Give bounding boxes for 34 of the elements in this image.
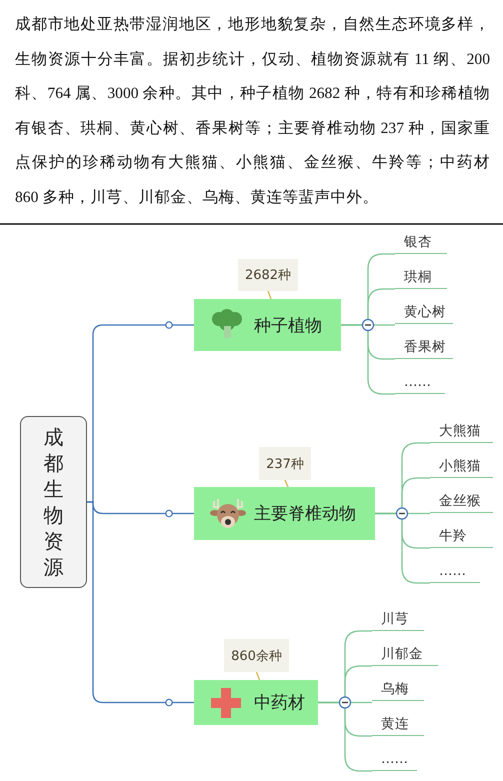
leaf-topic: …… <box>372 749 417 771</box>
branch-topic-box <box>194 680 318 725</box>
leaf-topic: …… <box>430 561 480 583</box>
leaf-topic: 大熊猫 <box>430 421 493 443</box>
leaf-topic: 黄连 <box>372 714 424 736</box>
topic-title: 中药材 <box>254 692 305 714</box>
leaf-topic: 珙桐 <box>395 267 447 289</box>
topic-title: 主要脊椎动物 <box>254 503 356 525</box>
connector-line <box>256 672 260 680</box>
leaf-topic: 黄心树 <box>395 302 453 324</box>
callout-box: 237种 <box>259 447 311 480</box>
leaf-topic: 金丝猴 <box>430 491 493 513</box>
connector-line <box>87 501 194 704</box>
leaf-topic: 香果树 <box>395 337 453 359</box>
leaf-topic: 银杏 <box>395 232 447 254</box>
connector-line <box>318 702 372 772</box>
branch-topic-box <box>194 487 375 540</box>
topic-title: 种子植物 <box>254 314 322 336</box>
intro-paragraph: 成都市地处亚热带湿润地区，地形地貌复杂，自然生态环境多样，生物资源十分丰富。据初步统计，仅动、植物资源就有 11 纲、200 科、764 属、3000 余种。其中，种子植物 2682 种，特有和珍稀植物有银杏、珙桐、黄心树、香果树等；主要脊椎动物 237 种，国家重点保护的珍稀动物有大熊猫、小熊猫、金丝猴、牛羚等；中药材 860 多种，川芎、川郁金、乌梅、黄连等蜚声中外。 <box>15 15 490 208</box>
callout-box: 2682种 <box>238 259 298 291</box>
root-title: 成都生物资源 <box>44 424 64 580</box>
leaf-topic: 乌梅 <box>372 679 424 701</box>
root-topic-box <box>20 416 87 588</box>
branch-topic-box <box>194 299 341 351</box>
leaf-topic: 川郁金 <box>372 644 438 666</box>
connector-line <box>284 480 289 488</box>
connector-line <box>341 324 395 395</box>
leaf-topic: 川芎 <box>372 609 424 631</box>
leaf-topic: …… <box>395 372 445 394</box>
callout-box: 860余种 <box>224 639 289 672</box>
leaf-topic: 小熊猫 <box>430 456 493 478</box>
connector-line <box>267 290 272 300</box>
leaf-topic: 牛羚 <box>430 526 493 548</box>
connector-line <box>375 512 430 584</box>
